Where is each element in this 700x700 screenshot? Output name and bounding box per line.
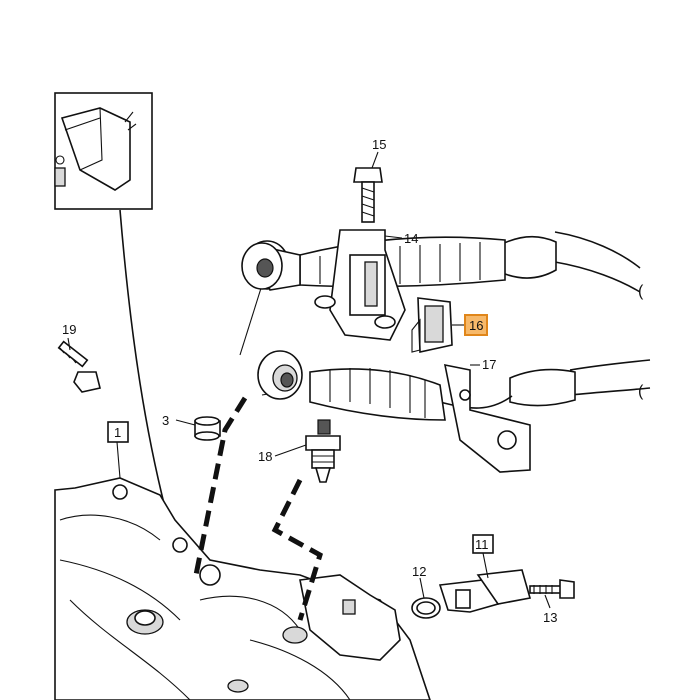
- callout-19: 19: [62, 322, 76, 337]
- bolt-19: [57, 340, 101, 393]
- edge-mark-lower: (: [638, 383, 644, 400]
- bushing: [194, 416, 221, 441]
- svg-text:3: 3: [162, 413, 169, 428]
- svg-text:11: 11: [475, 537, 489, 552]
- lower-bracket: [443, 363, 531, 473]
- svg-text:12: 12: [412, 564, 426, 579]
- svg-text:15: 15: [372, 137, 386, 152]
- callout-15: 15: [372, 137, 386, 152]
- svg-text:1: 1: [114, 425, 121, 440]
- dashed-guide-left: [192, 396, 248, 581]
- upper-cable-assembly: [241, 231, 641, 293]
- svg-text:18: 18: [258, 449, 272, 464]
- svg-text:14: 14: [404, 231, 418, 246]
- svg-text:16: 16: [469, 318, 483, 333]
- callout-17: 17: [482, 357, 496, 372]
- callout-12: 12: [412, 564, 426, 579]
- speed-sensor: [411, 569, 575, 619]
- svg-text:19: 19: [62, 322, 76, 337]
- retaining-clip: [411, 297, 453, 353]
- reverse-light-switch: [305, 419, 341, 483]
- lower-cable-assembly: [257, 350, 651, 421]
- cable-bracket: [314, 229, 406, 341]
- leader-lines: [67, 151, 551, 609]
- callout-18: 18: [258, 449, 272, 464]
- callout-14: 14: [404, 231, 418, 246]
- transmission-housing: [54, 477, 431, 700]
- dashed-guide-right: [271, 478, 323, 621]
- detail-inset: [54, 92, 153, 210]
- callout-3: 3: [162, 413, 169, 428]
- callout-11-boxed: 11: [472, 534, 494, 554]
- svg-text:13: 13: [543, 610, 557, 625]
- edge-mark-upper: (: [638, 283, 644, 300]
- svg-text:17: 17: [482, 357, 496, 372]
- callout-13: 13: [543, 610, 557, 625]
- callout-1-boxed: 1: [107, 421, 129, 443]
- callout-16-highlighted: 16: [464, 314, 488, 336]
- bolt: [353, 167, 383, 223]
